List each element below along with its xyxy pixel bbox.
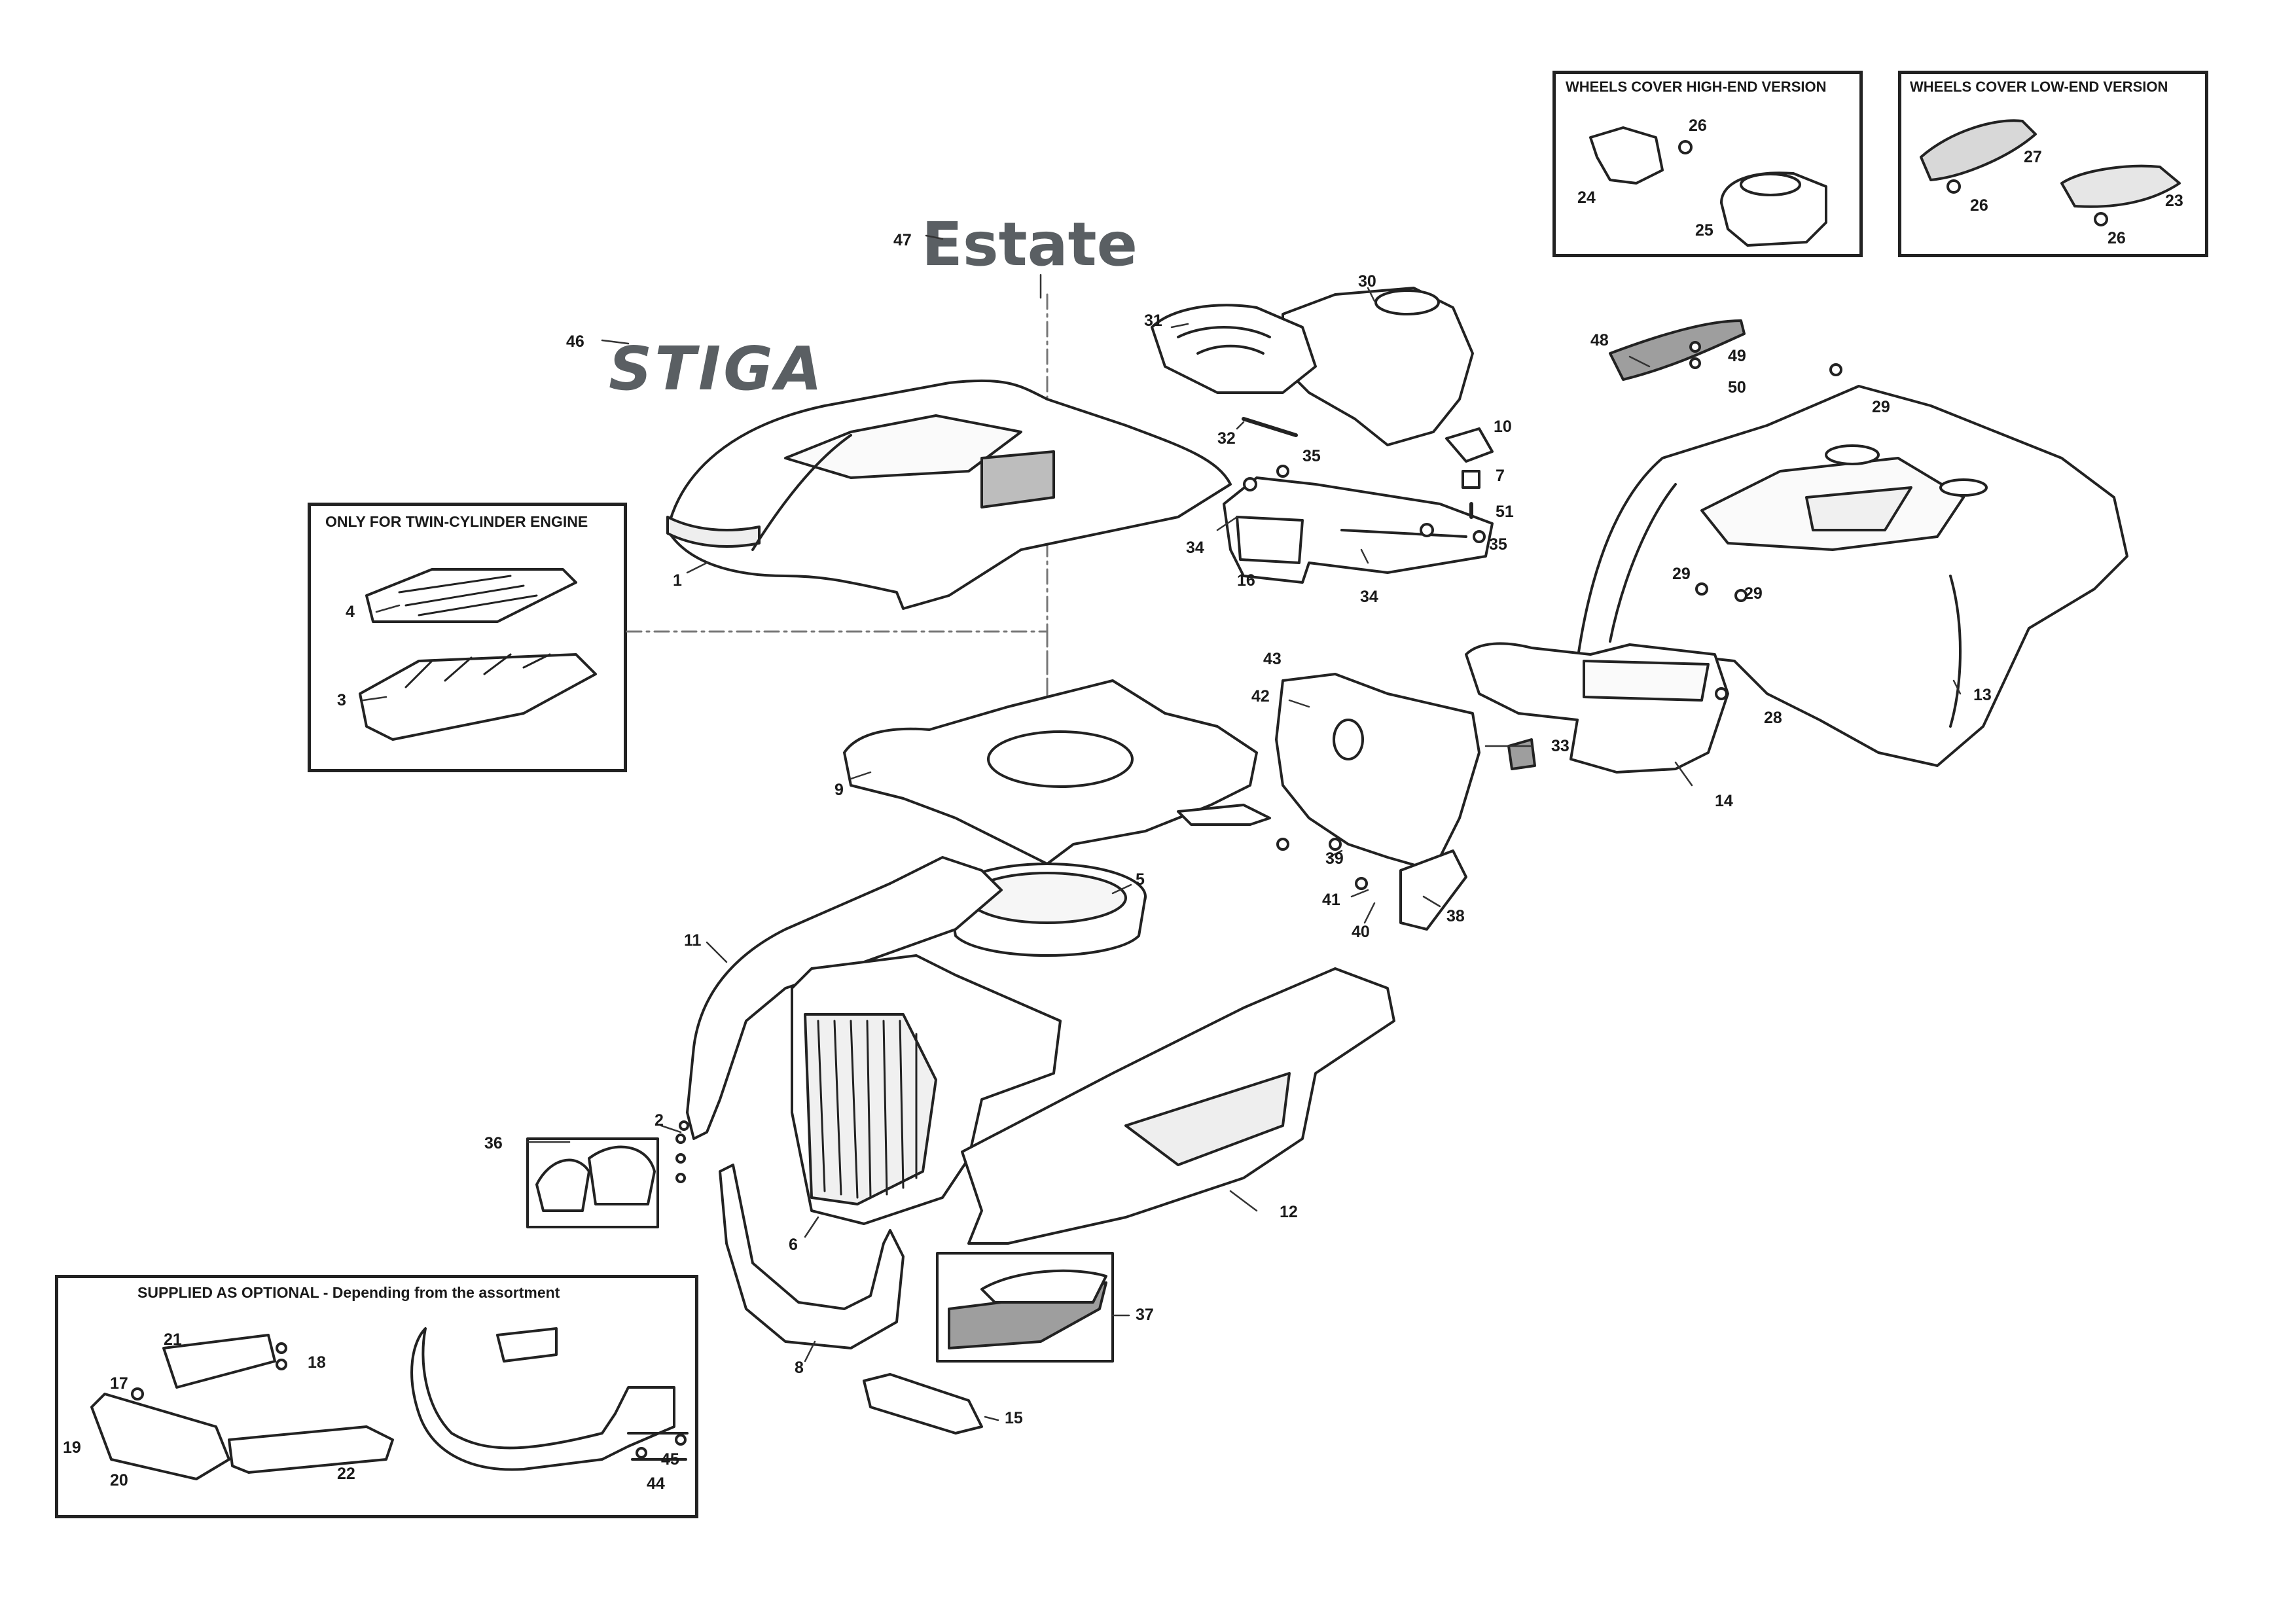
callout-51: 51 (1496, 503, 1514, 521)
callout-44: 44 (647, 1474, 665, 1493)
callout-41: 41 (1322, 891, 1340, 909)
callout-13: 13 (1973, 686, 1992, 704)
estate-label: Estate (922, 209, 1138, 279)
callout-18: 18 (308, 1353, 326, 1372)
grate-parts (359, 568, 597, 741)
grille-part (791, 954, 1062, 1225)
dashboard-part (1151, 287, 1474, 446)
right-side-panel-part (961, 967, 1395, 1245)
twin-cylinder-box (308, 503, 627, 772)
callout-48: 48 (1590, 331, 1609, 349)
callout-26-high-end: 26 (1689, 116, 1707, 135)
callout-22: 22 (337, 1465, 355, 1483)
callout-34-left: 34 (1186, 539, 1204, 557)
callout-29-left: 29 (1672, 565, 1691, 583)
callout-2: 2 (655, 1111, 664, 1130)
callout-43: 43 (1263, 650, 1282, 668)
optional-box (55, 1275, 698, 1518)
callout-21: 21 (164, 1330, 182, 1349)
fasteners (675, 341, 1842, 1183)
callout-27: 27 (2024, 148, 2042, 166)
frame-part (843, 679, 1258, 865)
hood-part (666, 379, 1232, 610)
callout-39: 39 (1325, 849, 1344, 868)
wheel-cover-parts (1589, 119, 2181, 247)
callout-35-right: 35 (1489, 535, 1507, 554)
callout-32: 32 (1217, 429, 1236, 448)
cover-part-37 (936, 1252, 1114, 1363)
bracket-part-36 (526, 1137, 659, 1228)
front-bumper-part (719, 1164, 905, 1349)
leader-lines (362, 234, 1962, 1421)
callout-49: 49 (1728, 347, 1746, 365)
callout-19: 19 (63, 1438, 81, 1457)
callout-36: 36 (484, 1134, 503, 1152)
callout-4: 4 (346, 603, 355, 621)
callout-34-right: 34 (1360, 588, 1378, 606)
callout-25: 25 (1695, 221, 1713, 240)
callout-29-top: 29 (1872, 398, 1890, 416)
high-end-box (1552, 71, 1863, 257)
callout-20: 20 (110, 1471, 128, 1489)
callout-33: 33 (1551, 737, 1570, 755)
guide-lines (626, 293, 1049, 787)
callout-40: 40 (1352, 923, 1370, 941)
callout-50: 50 (1728, 378, 1746, 397)
callout-26-low-end-a: 26 (1970, 196, 1988, 215)
callout-11: 11 (684, 931, 702, 950)
high-end-title: WHEELS COVER HIGH-END VERSION (1566, 79, 1827, 95)
optional-parts (90, 1327, 689, 1480)
bumper-part-33 (1507, 738, 1536, 770)
callout-12: 12 (1280, 1203, 1298, 1221)
callout-29-mid: 29 (1744, 584, 1763, 603)
callout-1: 1 (673, 571, 682, 590)
callout-7: 7 (1496, 467, 1505, 485)
callout-14: 14 (1715, 792, 1733, 810)
callout-26-low-end-b: 26 (2108, 229, 2126, 247)
callout-8: 8 (795, 1359, 804, 1377)
storage-tray-part (1465, 642, 1729, 774)
console-bracket-part (1223, 476, 1494, 584)
callout-37: 37 (1136, 1306, 1154, 1324)
callout-9: 9 (834, 781, 844, 799)
callout-38: 38 (1446, 907, 1465, 925)
center-console-part (1177, 673, 1480, 931)
callout-42: 42 (1251, 687, 1270, 705)
rear-body-part (1576, 385, 2128, 767)
callout-5: 5 (1136, 870, 1145, 889)
low-end-title: WHEELS COVER LOW-END VERSION (1910, 79, 2168, 95)
fan-ring-part (948, 863, 1147, 957)
callout-15: 15 (1005, 1409, 1023, 1427)
callout-23: 23 (2165, 192, 2183, 210)
callout-3: 3 (337, 691, 346, 709)
callout-46: 46 (566, 332, 584, 351)
optional-title: SUPPLIED AS OPTIONAL - Depending from th… (137, 1284, 560, 1301)
callout-35-top: 35 (1302, 447, 1321, 465)
clip-part (1445, 427, 1494, 519)
callout-45: 45 (661, 1450, 679, 1469)
callout-31: 31 (1144, 312, 1162, 330)
callout-17: 17 (110, 1374, 128, 1393)
callout-30: 30 (1358, 272, 1376, 291)
twin-cylinder-title: ONLY FOR TWIN-CYLINDER ENGINE (325, 513, 588, 530)
callout-16: 16 (1237, 571, 1255, 590)
callout-6: 6 (789, 1236, 798, 1254)
callout-28: 28 (1764, 709, 1782, 727)
low-end-box (1898, 71, 2208, 257)
left-side-panel-part (686, 856, 1003, 1140)
stiga-logo: STIGA (609, 334, 825, 404)
callout-24: 24 (1577, 188, 1596, 207)
callout-10: 10 (1494, 418, 1512, 436)
handle-part (1609, 319, 1746, 381)
callout-47: 47 (893, 231, 912, 249)
lower-bracket-part (863, 1373, 983, 1435)
